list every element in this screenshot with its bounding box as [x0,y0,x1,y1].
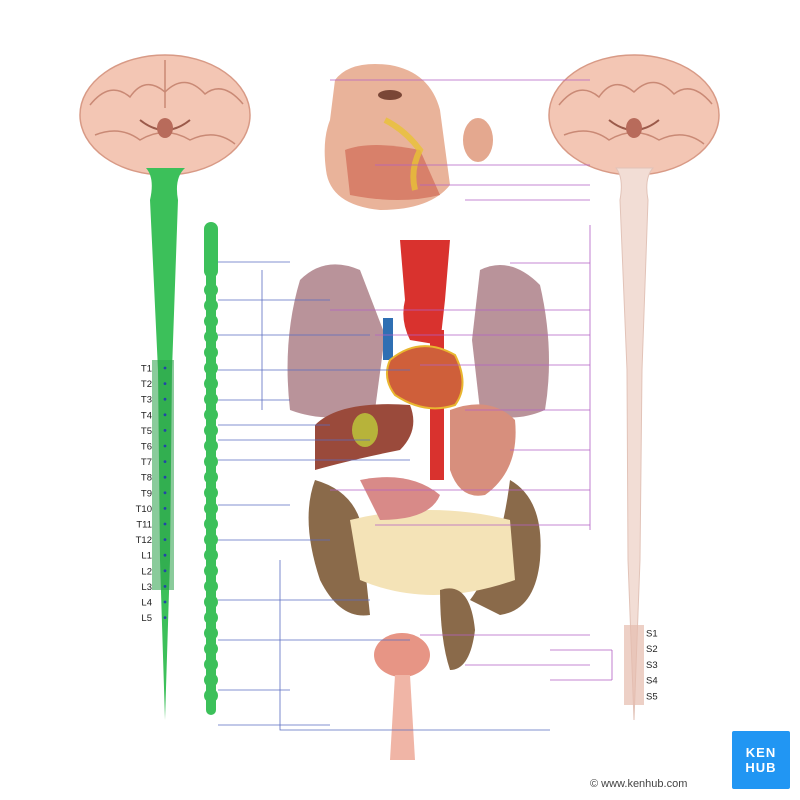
ganglion [204,501,218,516]
segment-dot [163,366,167,370]
sympathetic-ganglia [204,283,218,703]
ganglion [204,532,218,547]
segment-label-t4: T4 [141,410,152,421]
segment-label-t2: T2 [141,379,152,390]
segment-label-t11: T11 [136,520,152,531]
segment-dot [163,553,167,557]
segment-dot [163,413,167,417]
segment-label-t3: T3 [141,395,152,406]
pelvic-parasympathetic-line [550,649,613,681]
segment-dot [163,507,167,510]
segment-label-l2: L2 [141,566,152,577]
segment-dot [163,382,167,385]
ganglion [204,407,218,422]
ganglion [204,548,218,563]
copyright-text: © www.kenhub.com [590,778,688,790]
segment-label-l4: L4 [141,598,152,609]
ganglion [204,673,218,687]
ganglion [204,345,218,360]
ganglion [204,423,218,438]
segment-dot [163,522,167,526]
ganglion [204,314,218,329]
ganglion [204,470,218,485]
segment-label-t7: T7 [141,457,152,468]
intestines [308,477,541,670]
segment-label-l5: L5 [141,613,152,624]
segment-dot [163,397,167,401]
segment-dot [163,429,167,432]
thoracolumbar-region [152,360,174,590]
ganglion [204,283,218,297]
head-illustration [324,64,493,210]
segment-label-s3: S3 [646,660,658,671]
liver-stomach [315,404,516,496]
segment-label-s4: S4 [646,676,658,687]
segment-dot [163,569,167,573]
segment-dot [163,491,167,495]
segment-label-l3: L3 [141,582,152,593]
ganglion [204,376,218,391]
segment-label-t12: T12 [136,535,152,546]
segment-dot [163,538,167,541]
ganglion [204,688,218,703]
segment-dot [163,475,167,479]
segment-label-s1: S1 [646,629,658,640]
right-brain [548,54,720,176]
ganglion [204,454,218,469]
segment-dot [163,600,167,604]
segment-label-t6: T6 [141,442,152,453]
left-brain [79,54,251,176]
ganglion [204,595,218,609]
segment-label-t8: T8 [141,473,152,484]
ganglion [204,657,218,672]
ganglion [204,563,218,578]
segment-label-s2: S2 [646,644,658,655]
segment-label-t5: T5 [141,426,152,437]
segment-dot [163,585,167,588]
segment-label-t9: T9 [141,488,152,499]
kenhub-logo: KEN HUB [732,731,790,789]
nerve-connector-lines [218,79,613,731]
ganglion [204,610,218,625]
segment-dot [163,460,167,463]
segment-label-t10: T10 [136,504,152,515]
ganglion [204,439,218,453]
logo-text-bottom: HUB [745,760,777,775]
bladder-reproductive [374,633,430,760]
heart [385,345,464,410]
segment-dot [163,444,167,448]
ganglion [204,392,218,407]
ganglion [204,641,218,656]
ganglion [204,329,218,344]
ganglion [204,517,218,531]
sacral-region [624,625,644,705]
lungs [287,264,549,418]
segment-dot [163,616,167,619]
segment-label-t1: T1 [141,364,152,375]
ganglion [204,626,218,641]
ganglion [204,298,218,313]
pelvic-sympathetic-line [279,560,550,731]
ganglion [204,579,218,594]
segment-label-l1: L1 [141,551,152,562]
logo-text-top: KEN [745,745,777,760]
ganglion [204,485,218,500]
segment-label-s5: S5 [646,691,658,702]
ganglion [204,361,218,375]
